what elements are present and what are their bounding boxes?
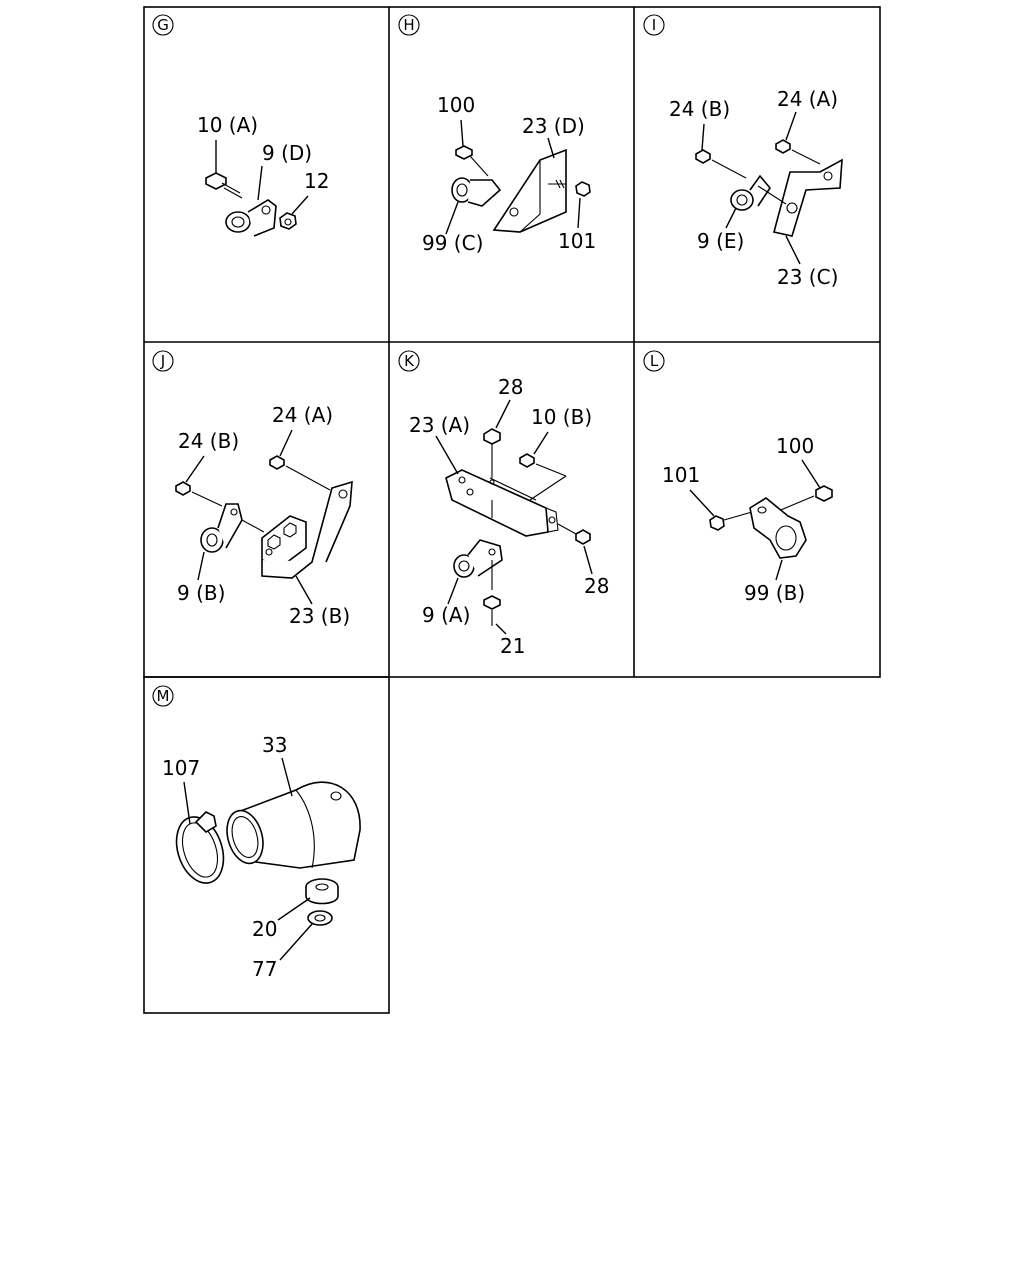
part-label: 9 (E) <box>697 229 744 253</box>
bolt-part <box>455 119 489 177</box>
elbow-pipe-part <box>226 757 361 869</box>
panel-marker-g: G <box>157 16 169 34</box>
bolt-part <box>483 560 507 635</box>
clip-part <box>225 165 277 237</box>
panel-marker-circle-h <box>398 14 420 36</box>
part-label: 24 (A) <box>272 403 333 427</box>
nut-part <box>557 523 593 575</box>
bolt-part <box>205 140 243 199</box>
part-label: 77 <box>252 957 277 981</box>
part-label: 12 <box>304 169 329 193</box>
panel-marker-i: I <box>652 16 656 34</box>
panel-marker-circle-m <box>152 685 174 707</box>
panel-marker-circle-i <box>643 14 665 36</box>
panel-m: M 33 107 20 77 <box>152 685 361 981</box>
panel-k: K 28 23 (A) 10 (B) 28 9 (A) 21 <box>398 350 609 658</box>
part-label: 9 (D) <box>262 141 312 165</box>
bolt-part <box>519 431 567 501</box>
clip-part <box>725 174 771 229</box>
bolt-part <box>175 455 223 507</box>
part-label: 28 <box>584 574 609 598</box>
panel-marker-circle-l <box>643 350 665 372</box>
bolt-part <box>775 459 833 513</box>
panel-marker-circle-g <box>152 14 174 36</box>
panel-l: L 100 101 99 (B) <box>643 350 833 605</box>
panel-marker-circle-j <box>152 350 174 372</box>
part-label: 21 <box>500 634 525 658</box>
part-label: 24 (B) <box>669 97 730 121</box>
part-label: 99 (B) <box>744 581 805 605</box>
panel-j: J 24 (A) 24 (B) 9 (B) 23 (B) <box>152 350 353 628</box>
panel-marker-j: J <box>160 352 165 370</box>
part-label: 24 (A) <box>777 87 838 111</box>
bolt-part <box>695 123 747 179</box>
panel-marker-h: H <box>403 16 414 34</box>
part-label: 33 <box>262 733 287 757</box>
panel-h: H 100 23 (D) 99 (C) 101 <box>398 14 596 255</box>
part-label: 28 <box>498 375 523 399</box>
clip-part <box>445 177 502 235</box>
bracket-part <box>492 137 567 233</box>
nut-part <box>483 399 511 478</box>
part-label: 23 (B) <box>289 604 350 628</box>
panel-i: I 24 (B) 24 (A) 9 (E) 23 (C) <box>643 14 843 289</box>
clip-part <box>197 503 243 581</box>
panel-marker-k: K <box>404 352 415 370</box>
part-label: 107 <box>162 756 200 780</box>
part-label: 100 <box>776 434 814 458</box>
part-label: 101 <box>558 229 596 253</box>
part-label: 23 (C) <box>777 265 838 289</box>
nut-part <box>279 195 309 230</box>
bolt-part <box>775 111 821 165</box>
bracket-part <box>757 158 843 265</box>
panel-marker-l: L <box>650 352 659 370</box>
part-label: 9 (B) <box>177 581 225 605</box>
part-label: 9 (A) <box>422 603 470 627</box>
part-label: 10 (B) <box>531 405 592 429</box>
panel-marker-circle-k <box>398 350 420 372</box>
panel-grid <box>143 6 881 1014</box>
part-label: 23 (D) <box>522 114 585 138</box>
panel-marker-m: M <box>157 687 170 705</box>
bracket-part <box>241 480 353 605</box>
washer-part <box>279 910 333 961</box>
nut-part <box>575 181 591 229</box>
bracket-part <box>435 435 559 537</box>
part-label: 10 (A) <box>197 113 258 137</box>
part-label: 99 (C) <box>422 231 483 255</box>
part-label: 101 <box>662 463 700 487</box>
clamp-part <box>175 781 225 884</box>
part-label: 24 (B) <box>178 429 239 453</box>
panel-g: G 10 (A) 9 (D) 12 <box>152 14 329 237</box>
bolt-part <box>269 429 331 491</box>
part-label: 23 (A) <box>409 413 470 437</box>
spacer-part <box>277 878 339 921</box>
part-label: 100 <box>437 93 475 117</box>
part-label: 20 <box>252 917 277 941</box>
clip-part <box>447 539 503 605</box>
clip-part <box>749 497 807 581</box>
nut-part <box>689 489 753 531</box>
